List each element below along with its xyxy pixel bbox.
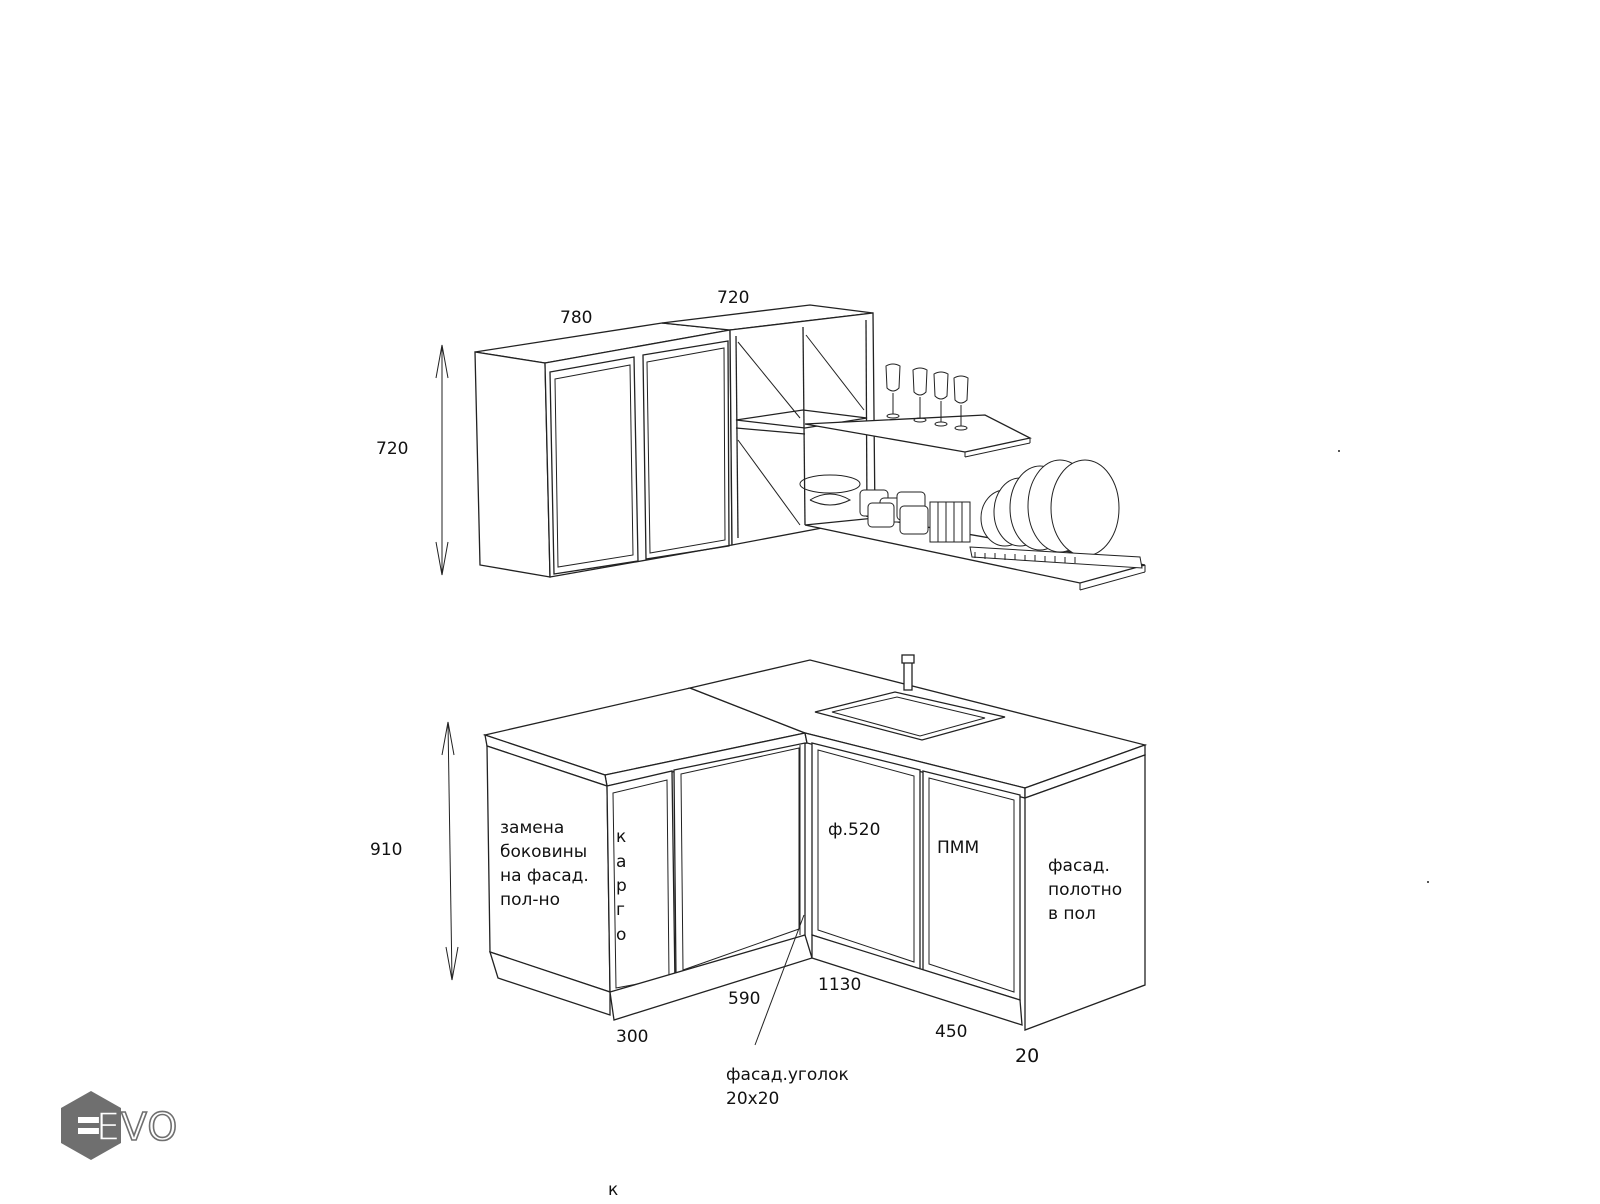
stray-letter: к [608, 1180, 618, 1200]
sink-door [811, 742, 921, 971]
upper-height-label: 720 [376, 439, 408, 459]
lower-height-arrow [441, 721, 459, 981]
dishwasher-door [922, 770, 1021, 1001]
corner-angle-note: фасад.уголок 20х20 [726, 1065, 849, 1109]
sink-module-label: ф.520 [828, 820, 880, 840]
svg-text:р: р [616, 876, 627, 896]
svg-text:замена: замена [500, 818, 564, 838]
svg-text:фасад.: фасад. [1048, 856, 1110, 876]
sink [814, 654, 1006, 741]
cargo-label: к а р г о [616, 827, 627, 945]
end-panel-note: фасад. полотно в пол [1048, 856, 1122, 924]
lower-height-label: 910 [370, 840, 402, 860]
dim-1130-label: 1130 [818, 975, 861, 995]
side-replacement-note: замена боковины на фасад. пол-но [500, 818, 589, 910]
svg-text:20х20: 20х20 [726, 1089, 779, 1109]
lower-cabinets: 910 замена боковины на фасад. пол-но к а… [370, 654, 1148, 1109]
upper-width-right-label: 720 [717, 288, 749, 308]
upper-left-side [474, 351, 551, 578]
upper-height-arrow [435, 344, 449, 576]
upper-cabinets: 780 720 720 [376, 288, 1146, 591]
hexagon-icon [61, 1091, 121, 1160]
dishwasher-label: ПММ [937, 838, 979, 858]
svg-text:г: г [616, 900, 625, 920]
logo-text: EVO [96, 1105, 178, 1149]
svg-text:полотно: полотно [1048, 880, 1122, 900]
svg-text:пол-но: пол-но [500, 890, 560, 910]
dim-450-label: 450 [935, 1022, 967, 1042]
svg-text:фасад.уголок: фасад.уголок [726, 1065, 849, 1085]
plates [929, 459, 1143, 569]
upper-door-2 [642, 340, 730, 560]
right-end-panel [1024, 754, 1146, 1031]
svg-text:в пол: в пол [1048, 904, 1096, 924]
svg-text:а: а [616, 852, 626, 872]
svg-text:о: о [616, 925, 626, 945]
svg-text:к: к [616, 827, 626, 847]
upper-door-1 [549, 356, 639, 575]
dim-300-label: 300 [616, 1027, 648, 1047]
upper-width-left-label: 780 [560, 308, 592, 328]
wine-glasses [885, 363, 969, 431]
svg-text:боковины: боковины [500, 842, 587, 862]
svg-text:на фасад.: на фасад. [500, 866, 589, 886]
upper-left-front [544, 329, 733, 578]
faucet [903, 659, 913, 691]
dim-590-label: 590 [728, 989, 760, 1009]
evo-logo: EVO [61, 1091, 178, 1160]
dim-20-label: 20 [1015, 1045, 1039, 1067]
cups [799, 474, 929, 535]
corner-leader-line [754, 914, 805, 1046]
